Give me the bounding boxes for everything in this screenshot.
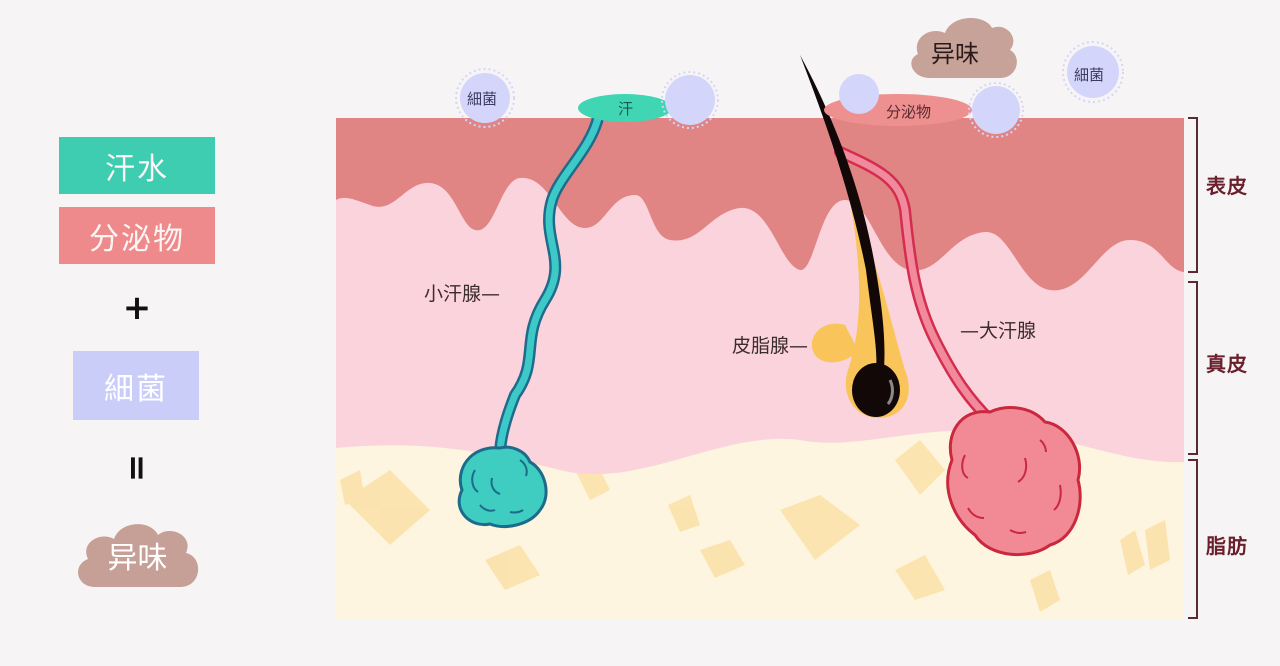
odor-cloud-top (911, 18, 1017, 78)
plus-sign: + (122, 288, 152, 328)
layer-brackets (1188, 117, 1198, 619)
sweat-label: 汗水 (105, 151, 169, 187)
secretion-legend-box: 分泌物 (59, 207, 215, 264)
bacteria-label-left: 細菌 (467, 90, 498, 108)
epidermis-layer (336, 118, 1184, 291)
bacteria-label: 細菌 (104, 371, 168, 407)
legend-equation: 汗水 分泌物 + 細菌 = 异味 (0, 0, 280, 666)
bacteria-icon (1067, 46, 1119, 98)
sebaceous-gland-label: 皮脂腺— (732, 335, 809, 357)
apocrine-gland-label: —大汗腺 (960, 320, 1037, 342)
secretion-drop-label: 分泌物 (886, 103, 932, 121)
hair-shaft (800, 55, 885, 368)
bacteria-icon (839, 74, 879, 114)
epidermis-label: 表皮 (1206, 174, 1248, 198)
odor-cloud-label: 异味 (931, 40, 979, 68)
secretion-label: 分泌物 (89, 221, 185, 257)
sebaceous-gland (811, 323, 858, 363)
bacteria-legend-box: 細菌 (73, 351, 199, 420)
fat-label: 脂肪 (1206, 534, 1248, 558)
odor-label: 异味 (107, 541, 168, 576)
fat-cells (340, 440, 1170, 612)
bacteria-icon (460, 73, 510, 123)
sweat-drop (578, 94, 672, 122)
bacteria-icon (972, 86, 1020, 134)
sweat-drop-label: 汗 (618, 100, 634, 118)
odor-cloud: 异味 (70, 515, 205, 595)
bacteria-label-right: 細菌 (1074, 66, 1105, 84)
cloud-icon (78, 524, 199, 587)
dermis-label: 真皮 (1206, 352, 1248, 376)
eccrine-gland-label: 小汗腺— (424, 283, 501, 305)
bacteria-icon (665, 75, 715, 125)
bacteria-cluster (460, 46, 1119, 134)
sweat-legend-box: 汗水 (59, 137, 215, 194)
